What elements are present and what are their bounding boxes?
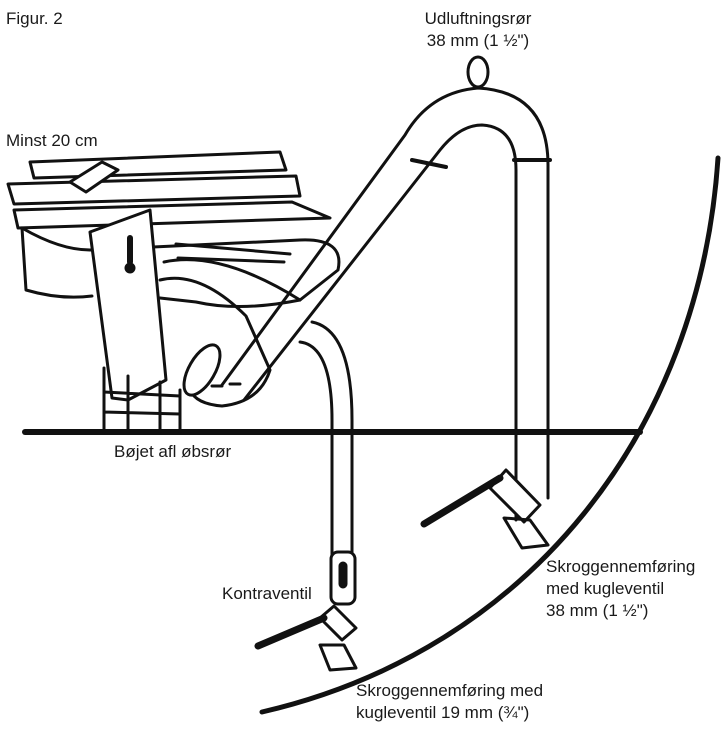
large-valve-handle — [420, 474, 504, 528]
small-hose-outer — [310, 320, 354, 582]
through-hull-large-label: Skroggennemføring med kugleventil 38 mm … — [546, 556, 695, 622]
vent-pipe-label-line2: 38 mm (1 ½") — [426, 31, 530, 50]
flush-lever — [68, 160, 120, 194]
through-hull-small-line2: kugleventil 19 mm (¾") — [356, 703, 530, 722]
toilet-seat — [6, 174, 302, 206]
toilet-rim — [12, 200, 332, 230]
vent-pipe-label-line1: Udluftningsrør — [424, 9, 532, 28]
outlet-elbow-inner — [162, 258, 302, 302]
check-valve-window — [338, 561, 348, 589]
figure-label: Figur. 2 — [6, 9, 63, 28]
toilet-pump-body — [88, 208, 168, 402]
through-hull-large-line1: Skroggennemføring — [546, 557, 696, 576]
vent-pipe-label: Udluftningsrør 38 mm (1 ½") — [398, 8, 558, 52]
small-hose-inner — [298, 340, 334, 582]
toilet-lid — [28, 150, 288, 180]
through-hull-small-label: Skroggennemføring med kugleventil 19 mm … — [356, 680, 543, 724]
through-hull-large-line3: 38 mm (1 ½") — [546, 601, 649, 620]
through-hull-small-line1: Skroggennemføring med — [356, 681, 544, 700]
vent-loop-inner — [242, 123, 518, 522]
hose-band-left — [410, 158, 448, 169]
toilet-rear-leg — [158, 380, 182, 434]
small-through-hull-fitting — [318, 643, 358, 672]
toilet-base — [102, 366, 182, 434]
toilet-bowl — [20, 226, 341, 309]
outlet-elbow — [158, 276, 272, 408]
drain-pipe-label: Bøjet afl øbsrør — [114, 442, 232, 461]
check-valve-label: Kontraventil — [222, 584, 312, 603]
small-ball-valve — [318, 604, 358, 642]
min-height-label: Minst 20 cm — [6, 131, 98, 150]
pump-handle-knob — [124, 262, 136, 274]
toilet-bowl-front — [20, 226, 94, 299]
outlet-flange — [182, 343, 222, 397]
hull-curve — [259, 155, 721, 715]
vent-knob — [466, 55, 490, 89]
toilet-inlet-hose — [174, 242, 292, 264]
vent-loop-outer — [220, 86, 550, 500]
large-through-hull-fitting — [502, 516, 550, 550]
small-valve-handle — [254, 614, 328, 650]
through-hull-large-line2: med kugleventil — [546, 579, 665, 598]
